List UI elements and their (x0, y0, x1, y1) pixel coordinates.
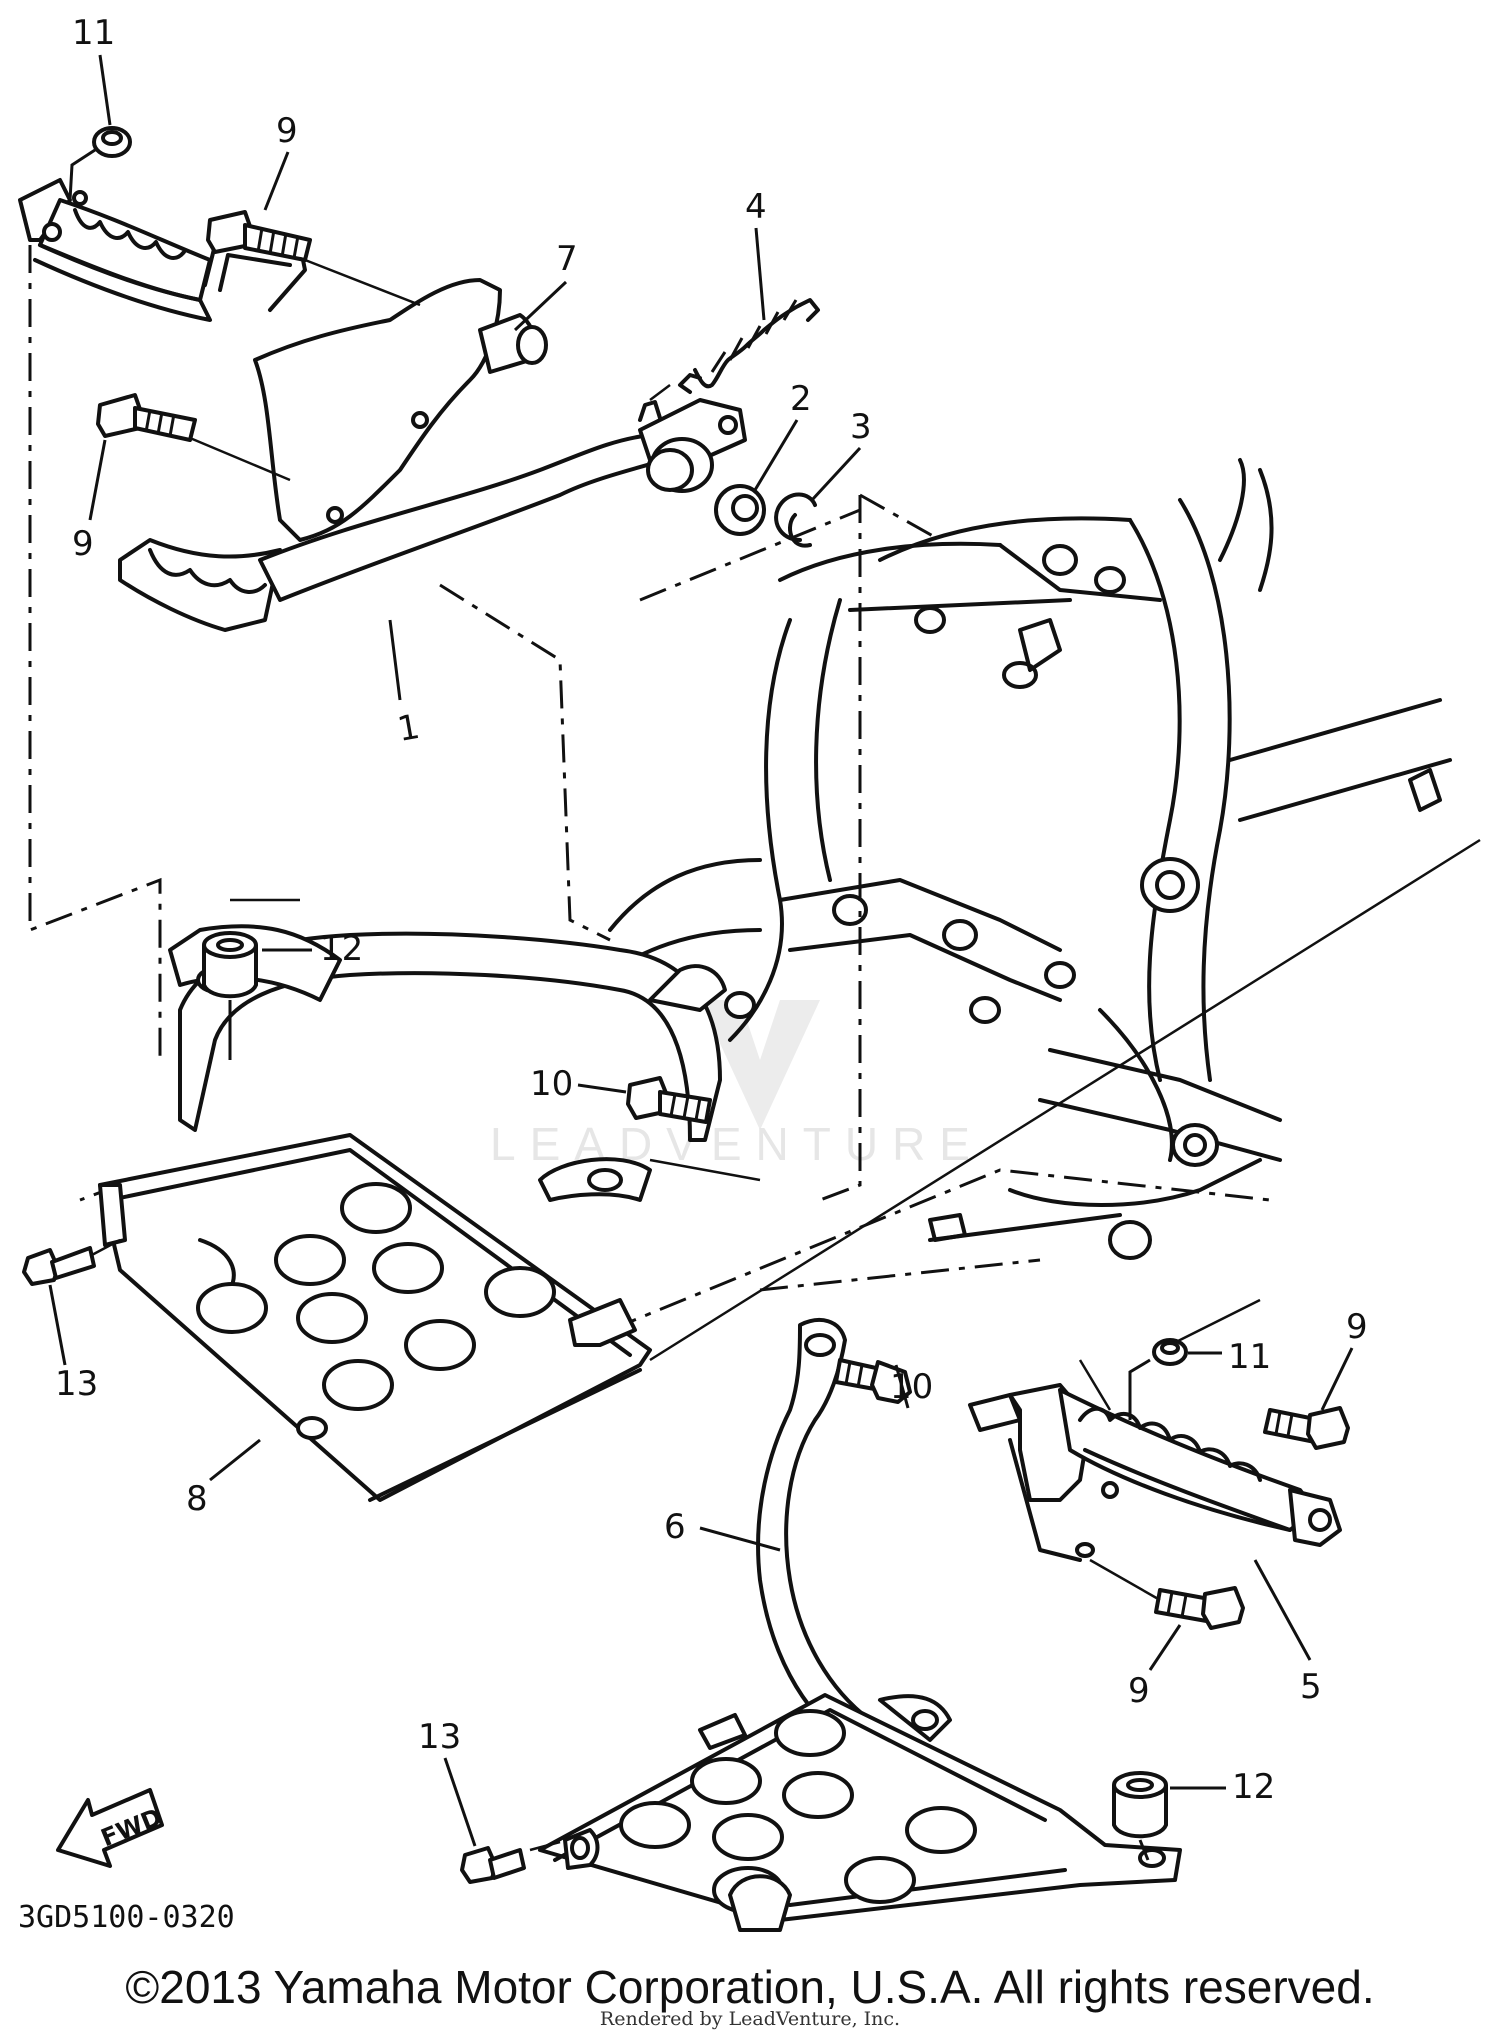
leadventure-watermark: LEADVENTURE (490, 1000, 984, 1170)
bolt-9-upper (206, 210, 312, 262)
watermark-text: LEADVENTURE (490, 1118, 984, 1170)
callout-10-upper: 10 (530, 1064, 573, 1104)
callout-11-lower: 11 (1228, 1337, 1271, 1377)
callout-5: 5 (1300, 1667, 1322, 1707)
bolt-9-right-upper (1263, 1406, 1350, 1450)
return-spring (678, 298, 820, 394)
callout-8: 8 (186, 1479, 208, 1519)
forward-direction-arrow: FWD (56, 1788, 166, 1868)
bolt-13-upper (22, 1238, 121, 1286)
nut-11-lower (1128, 1338, 1188, 1420)
callout-11-top: 11 (72, 13, 115, 53)
right-footrest (968, 1383, 1342, 1562)
callout-2: 2 (790, 379, 812, 419)
callout-9-lower: 9 (72, 524, 94, 564)
bolt-13-lower (460, 1840, 561, 1884)
right-footrest-stay (756, 1318, 952, 1747)
callout-9-right-upper: 9 (1346, 1307, 1368, 1347)
callout-12-upper: 12 (320, 929, 363, 969)
right-footrest-plate (538, 1693, 1182, 1932)
assembly-lines (28, 245, 1481, 1411)
bolt-9-right-lower (1089, 1558, 1245, 1630)
callout-4: 4 (745, 187, 767, 227)
bolt-10-lower (834, 1358, 912, 1404)
callout-6: 6 (664, 1507, 686, 1547)
callout-9-right-lower: 9 (1128, 1671, 1150, 1711)
assembly-leader-lines (189, 256, 671, 482)
callout-13-upper: 13 (55, 1364, 98, 1404)
washer (714, 484, 766, 536)
bolt-9-lower (96, 393, 197, 442)
brake-pedal (118, 398, 747, 632)
circlip (774, 492, 817, 548)
drawing-code: 3GD5100-0320 (18, 1900, 235, 1935)
callout-7: 7 (556, 239, 578, 279)
damper-12-upper (202, 931, 258, 1060)
damper-12-lower (1112, 1771, 1168, 1861)
callout-10-lower: 10 (890, 1367, 933, 1407)
callout-13-lower: 13 (418, 1717, 461, 1757)
copyright-notice: ©2013 Yamaha Motor Corporation, U.S.A. A… (125, 1961, 1375, 2013)
callout-3: 3 (850, 407, 872, 447)
rendered-by-note: Rendered by LeadVenture, Inc. (599, 2008, 901, 2030)
nut-11-upper (68, 126, 132, 201)
callout-9-upper: 9 (276, 111, 298, 151)
callout-12-lower: 12 (1232, 1767, 1275, 1807)
callout-1: 1 (394, 707, 422, 750)
frame (598, 458, 1452, 1260)
left-footrest-plate (98, 924, 756, 1502)
bolt-10-upper (626, 1076, 712, 1124)
callouts: 11 9 7 4 2 3 9 1 12 10 13 8 11 9 10 6 9 (48, 13, 1368, 1847)
